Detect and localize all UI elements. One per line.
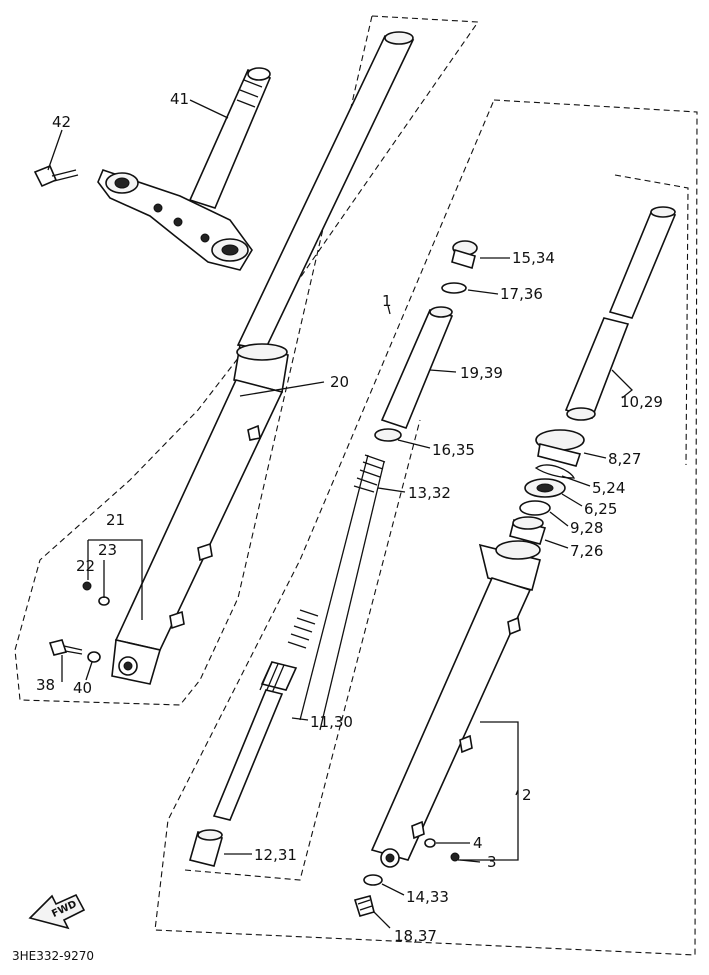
callout-40: 40: [73, 679, 92, 697]
callout-19-39: 19,39: [460, 364, 503, 382]
callout-5-24: 5,24: [592, 479, 625, 497]
callout-21: 21: [106, 511, 125, 529]
damper-boundary: [184, 419, 421, 881]
washer-23: [98, 596, 110, 606]
guide-bushing-7: [509, 516, 547, 545]
callout-1: 1: [382, 292, 392, 310]
callout-4: 4: [473, 834, 483, 852]
bolt-18: [353, 895, 375, 917]
callout-20: 20: [330, 373, 349, 391]
callout-42: 42: [52, 113, 71, 131]
o-ring-17: [441, 282, 467, 294]
seat-16: [374, 428, 402, 442]
callout-12-31: 12,31: [254, 846, 297, 864]
left-fork-boundary: [14, 15, 480, 706]
callout-11-30: 11,30: [310, 713, 353, 731]
outer-tube-2: [370, 540, 541, 868]
bolt-38: [48, 639, 83, 656]
cap-bolt-15: [451, 240, 478, 270]
lower-bracket: [97, 169, 253, 271]
bolt-3: [450, 852, 460, 862]
callout-23: 23: [98, 541, 117, 559]
inner-tube-10: [564, 206, 677, 421]
washer-4: [424, 838, 436, 848]
taper-spindle-12: [189, 829, 223, 867]
bolt-42: [33, 164, 79, 188]
callout-18-37: 18,37: [394, 927, 437, 945]
callout-6-25: 6,25: [584, 500, 617, 518]
callout-9-28: 9,28: [570, 519, 603, 537]
callout-14-33: 14,33: [406, 888, 449, 906]
callout-13-32: 13,32: [408, 484, 451, 502]
dust-seal-8: [535, 429, 585, 467]
spacer-19: [380, 306, 454, 429]
callout-22: 22: [76, 557, 95, 575]
callout-15-34: 15,34: [512, 249, 555, 267]
right-fork-boundary: [154, 99, 698, 956]
callout-17-36: 17,36: [500, 285, 543, 303]
spring-13: [287, 454, 386, 731]
washer-9: [519, 500, 551, 516]
callout-3: 3: [487, 853, 497, 871]
callout-7-26: 7,26: [570, 542, 603, 560]
fwd-arrow: FWD: [28, 893, 86, 930]
callout-41: 41: [170, 90, 189, 108]
callout-38: 38: [36, 676, 55, 694]
gasket-14: [363, 874, 383, 886]
leader-lines: [47, 99, 633, 929]
bolt-22: [82, 581, 92, 591]
diagram-code: 3HE332-9270: [12, 949, 94, 963]
callout-10-29: 10,29: [620, 393, 663, 411]
callout-8-27: 8,27: [608, 450, 641, 468]
steering-stem: [188, 67, 272, 209]
clip-5: [534, 464, 576, 479]
left-fork-tube: [111, 31, 415, 685]
oil-seal-6: [524, 478, 566, 498]
damper-rod-11: [212, 661, 298, 821]
callout-16-35: 16,35: [432, 441, 475, 459]
callout-2: 2: [522, 786, 532, 804]
washer-40: [87, 651, 101, 663]
inner-cartridge-boundary: [614, 174, 689, 466]
